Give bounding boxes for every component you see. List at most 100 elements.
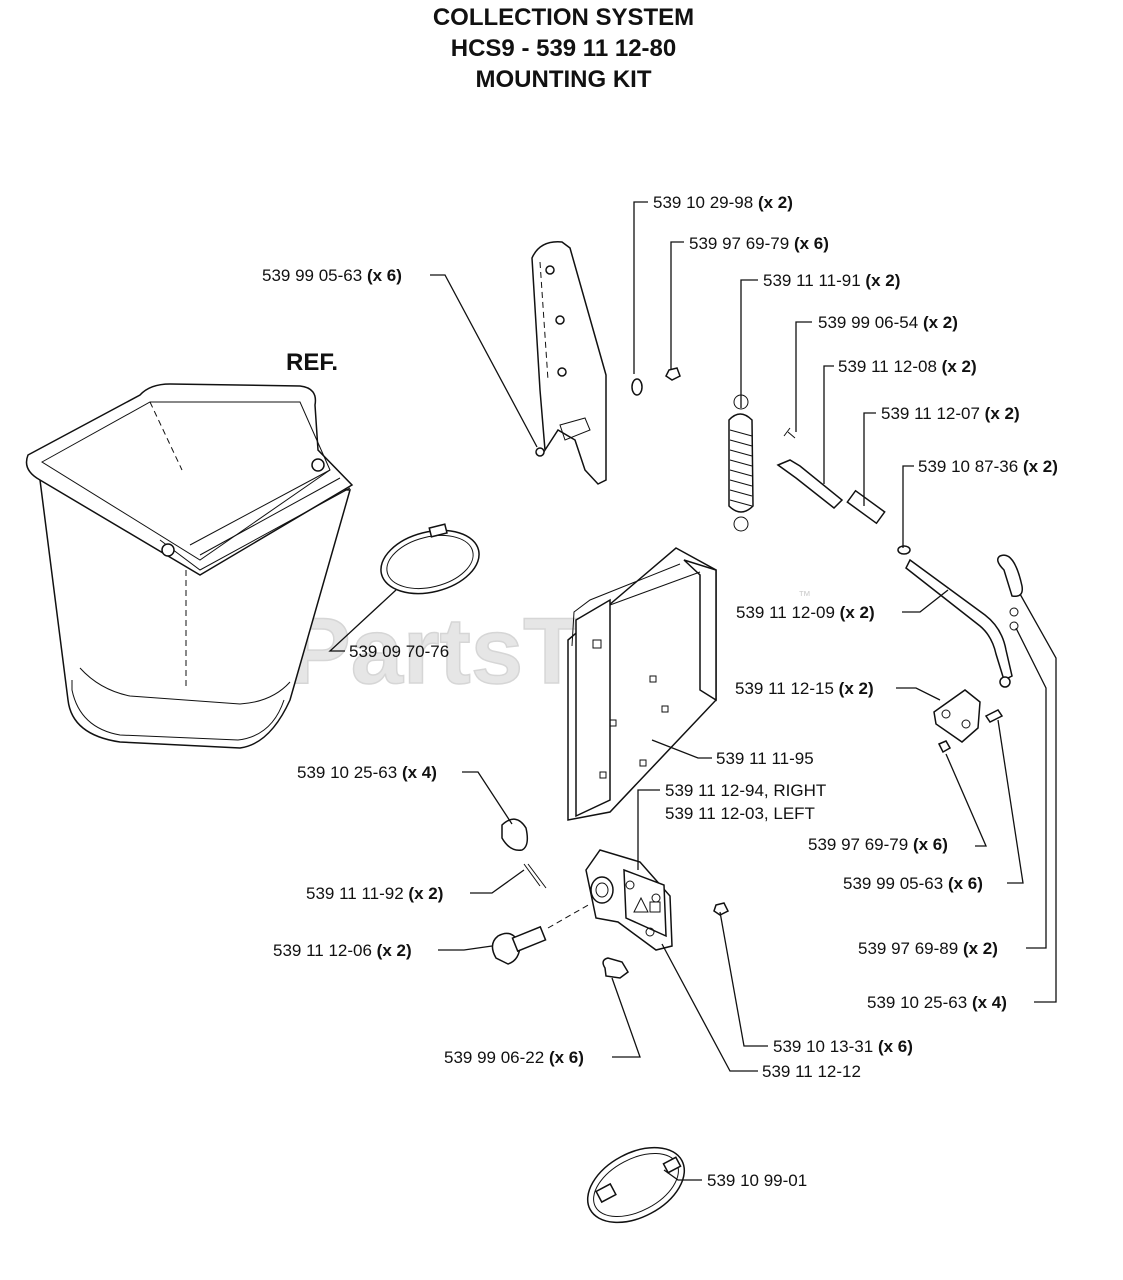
leader-c21 [1019,593,1057,1003]
hitch-plate-drawing [585,849,673,951]
callout-c1[interactable]: 539 10 29-98 (x 2) [653,193,793,212]
callout-c14[interactable]: 539 11 12-94, RIGHT [665,781,826,800]
callout-c21[interactable]: 539 10 25-63 (x 4) [867,993,1007,1012]
leader-c11 [896,687,941,701]
callout-quantity: (x 6) [549,1048,584,1067]
leader-c4 [740,279,758,408]
leader-c22 [611,977,641,1058]
callout-part-number: 539 11 11-91 [763,271,861,290]
callout-part-number: 539 99 05-63 [262,266,362,285]
callout-quantity: (x 4) [972,993,1007,1012]
leader-c12 [651,739,712,759]
watermark-trademark: ™ [798,588,811,603]
callout-c23[interactable]: 539 10 13-31 (x 6) [773,1037,913,1056]
hose-clamp-small [380,523,480,595]
leader-c1 [633,201,648,374]
callout-c7[interactable]: 539 11 12-07 (x 2) [881,404,1020,423]
ref-label: REF. [286,349,338,376]
callout-part-number: 539 11 12-03, LEFT [665,804,815,823]
callout-c15[interactable]: 539 11 12-03, LEFT [665,804,815,823]
callout-c4[interactable]: 539 11 11-91 (x 2) [763,271,900,290]
callout-part-number: 539 99 06-54 [818,313,918,332]
leader-c25 [663,1169,702,1181]
callout-c12[interactable]: 539 11 11-95 [716,749,814,768]
callout-quantity: (x 2) [377,941,412,960]
callout-c5[interactable]: 539 99 06-54 (x 2) [818,313,958,332]
callout-part-number: 539 11 11-92 [306,884,404,903]
leader-c20 [1015,627,1047,949]
callout-c22[interactable]: 539 99 06-22 (x 6) [444,1048,584,1067]
callout-part-number: 539 10 13-31 [773,1037,873,1056]
callout-part-number: 539 10 25-63 [867,993,967,1012]
callout-c9[interactable]: 539 09 70-76 [349,642,449,661]
callout-c13[interactable]: 539 10 25-63 (x 4) [297,763,437,782]
callout-c10[interactable]: 539 11 12-09 (x 2) [736,603,875,622]
callout-quantity: (x 2) [758,193,793,212]
callout-quantity: (x 6) [878,1037,913,1056]
callout-quantity: (x 6) [367,266,402,285]
callout-part-number: 539 10 87-36 [918,457,1018,476]
callout-part-number: 539 10 25-63 [297,763,397,782]
callout-labels: 539 10 29-98 (x 2) 539 97 69-79 (x 6) 53… [262,193,1058,1190]
leader-c7 [863,412,876,506]
leader-c18 [997,719,1024,884]
callout-quantity: (x 2) [942,357,977,376]
callout-part-number: 539 09 70-76 [349,642,449,661]
spring-drawing [728,394,754,532]
callout-part-number: 539 11 12-07 [881,404,980,423]
leader-c23 [719,911,768,1047]
callout-c11[interactable]: 539 11 12-15 (x 2) [735,679,874,698]
leader-c10 [902,589,949,613]
linkage-rod-drawing [776,427,1024,754]
callout-c8[interactable]: 539 10 87-36 (x 2) [918,457,1058,476]
hose-clamp-large [586,1146,686,1224]
callout-part-number: 539 11 12-94, RIGHT [665,781,826,800]
callout-part-number: 539 11 12-12 [762,1062,861,1081]
callout-quantity: (x 6) [948,874,983,893]
callout-part-number: 539 10 29-98 [653,193,753,212]
title-line-1: COLLECTION SYSTEM [432,4,695,31]
callout-quantity: (x 2) [923,313,958,332]
callout-c24[interactable]: 539 11 12-12 [762,1062,861,1081]
callout-part-number: 539 11 12-06 [273,941,372,960]
callout-c20[interactable]: 539 97 69-89 (x 2) [858,939,998,958]
callout-c6[interactable]: 539 11 12-08 (x 2) [838,357,977,376]
callout-c3[interactable]: 539 99 05-63 (x 6) [262,266,402,285]
lock-pin-drawing [491,818,730,979]
callout-c16[interactable]: 539 97 69-79 (x 6) [808,835,948,854]
title-line-2: HCS9 - 539 11 12-80 [450,35,677,62]
callout-part-number: 539 99 05-63 [843,874,943,893]
callout-quantity: (x 2) [963,939,998,958]
callout-part-number: 539 11 11-95 [716,749,814,768]
callout-quantity: (x 2) [408,884,443,903]
callout-c19[interactable]: 539 11 12-06 (x 2) [273,941,412,960]
callout-c17[interactable]: 539 11 11-92 (x 2) [306,884,443,903]
leader-c5 [795,321,812,432]
leader-c17 [470,869,525,894]
leader-c14 [637,789,660,870]
callout-quantity: (x 2) [840,603,875,622]
callout-quantity: (x 2) [985,404,1020,423]
callout-part-number: 539 97 69-79 [808,835,908,854]
leader-c2 [670,241,684,370]
callout-quantity: (x 4) [402,763,437,782]
callout-part-number: 539 11 12-09 [736,603,835,622]
callout-quantity: (x 6) [913,835,948,854]
upper-bracket-drawing [531,241,681,485]
leader-lines [328,201,1057,1181]
callout-part-number: 539 11 12-08 [838,357,937,376]
diagram-title: COLLECTION SYSTEM HCS9 - 539 11 12-80 MO… [0,2,1123,95]
leader-c24 [661,943,758,1072]
callout-c25[interactable]: 539 10 99-01 [707,1171,807,1190]
leader-c19 [438,945,493,951]
callout-c2[interactable]: 539 97 69-79 (x 6) [689,234,829,253]
collection-bag-drawing [25,383,354,749]
leader-c3 [430,274,538,448]
callout-part-number: 539 10 99-01 [707,1171,807,1190]
callout-c18[interactable]: 539 99 05-63 (x 6) [843,874,983,893]
callout-part-number: 539 11 12-15 [735,679,834,698]
leader-c9 [328,589,397,652]
leader-c16 [945,753,987,847]
